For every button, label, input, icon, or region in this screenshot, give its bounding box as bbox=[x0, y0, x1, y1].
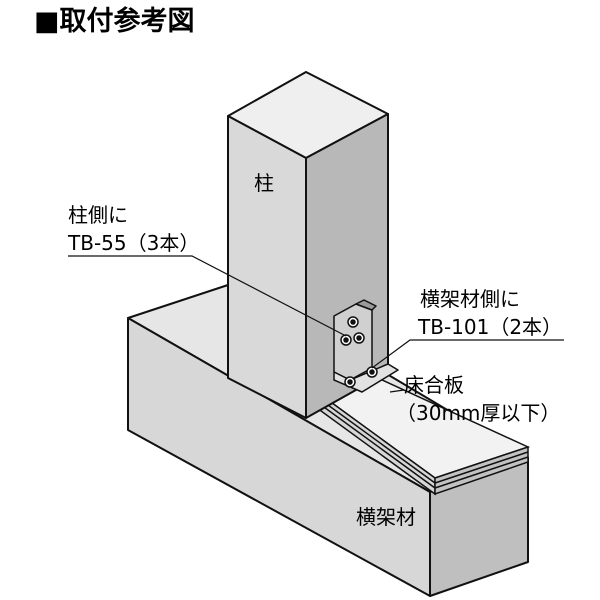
screw-icon bbox=[356, 335, 362, 341]
screw-icon bbox=[343, 337, 349, 343]
screw-icon bbox=[369, 369, 375, 375]
post-left-face bbox=[227, 115, 307, 419]
diagram-title: ■取付参考図 bbox=[34, 5, 195, 37]
leader-line-post-side bbox=[68, 255, 347, 337]
label-beam: 横架材 bbox=[356, 505, 416, 529]
leader-line-floor bbox=[389, 389, 405, 393]
label-beam-side-line1: 横架材側に bbox=[420, 287, 520, 311]
leader-lines bbox=[68, 255, 564, 393]
metal-bracket bbox=[333, 299, 399, 393]
label-post: 柱 bbox=[254, 171, 274, 195]
screw-icon bbox=[347, 379, 353, 385]
label-floor-line2: （30mm厚以下） bbox=[396, 401, 560, 425]
plywood-layer-line bbox=[305, 393, 529, 489]
screw-icon bbox=[350, 319, 356, 325]
bracket-vertical-plate bbox=[333, 303, 373, 381]
bracket-plate-edge bbox=[355, 299, 377, 311]
label-post-side-line1: 柱側に bbox=[68, 203, 128, 227]
label-floor-line1: 床合板 bbox=[404, 373, 464, 397]
label-post-side-line2: TB-55（3本） bbox=[67, 231, 199, 255]
post-column bbox=[227, 71, 389, 419]
plywood-layer-line bbox=[305, 388, 529, 484]
leader-line-beam-side bbox=[371, 339, 564, 369]
label-beam-side-line2: TB-101（2本） bbox=[417, 315, 562, 339]
floor-plywood bbox=[304, 367, 531, 496]
